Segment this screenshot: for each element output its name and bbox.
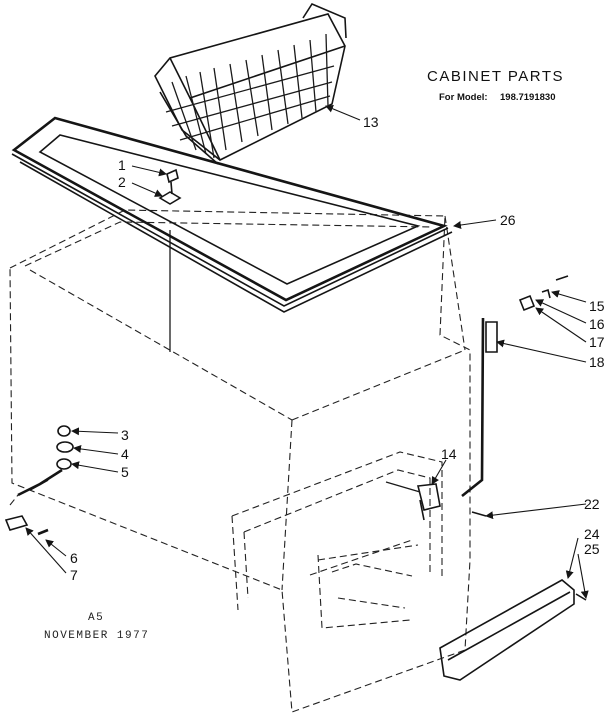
callout-2: 2 [118,174,126,190]
access-panel [439,579,587,681]
callout-7: 7 [70,567,78,583]
callout-13: 13 [363,114,379,130]
latch-assembly-left [4,425,74,536]
hinge-and-control-parts [385,275,569,521]
cabinet-body [9,209,471,713]
callout-14: 14 [441,446,457,462]
callout-15: 15 [589,298,605,314]
callout-5: 5 [121,464,129,480]
callout-18: 18 [589,354,605,370]
callout-3: 3 [121,427,129,443]
diagram-title: CABINET PARTS [427,68,564,85]
callout-26: 26 [500,212,516,228]
callout-22: 22 [584,496,600,512]
diagram-code: A5 [88,612,104,624]
callout-1: 1 [118,157,126,173]
model-label: For Model: [439,92,488,103]
callout-25: 25 [584,541,600,557]
callout-4: 4 [121,446,129,462]
callout-leaders [25,104,589,599]
callout-6: 6 [70,550,78,566]
callout-24: 24 [584,526,600,542]
diagram-date: NOVEMBER 1977 [44,630,149,642]
callout-16: 16 [589,316,605,332]
model-number: 198.7191830 [500,92,555,103]
lid-gasket-frame [11,116,453,313]
callout-17: 17 [589,334,605,350]
wire-basket [154,3,347,165]
latch-screw-and-plate [158,168,182,205]
